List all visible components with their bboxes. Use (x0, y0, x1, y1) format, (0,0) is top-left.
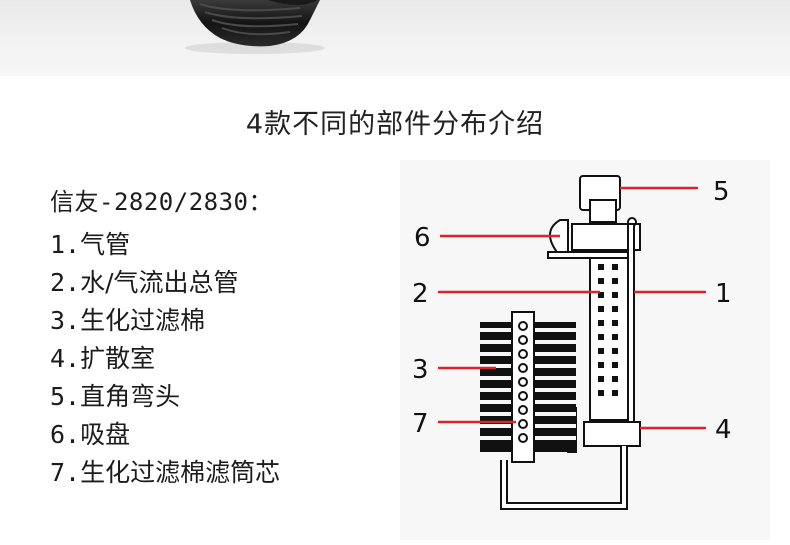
callout-3: 3 (412, 355, 429, 385)
product-photo-icon (185, 0, 325, 54)
list-item: 1.气管 (50, 230, 131, 259)
list-item: 3.生化过滤棉 (50, 306, 206, 335)
callout-7: 7 (412, 409, 429, 439)
callout-1: 1 (715, 279, 732, 309)
callout-5: 5 (713, 177, 730, 207)
model-label: 信友-2820/2830： (50, 188, 273, 216)
callout-2: 2 (412, 279, 429, 309)
filter-diagram: 5 6 2 1 3 7 4 (400, 160, 770, 540)
list-item: 4.扩散室 (50, 344, 156, 373)
callout-6: 6 (414, 223, 431, 253)
page-title: 4款不同的部件分布介绍 (245, 109, 545, 140)
callout-4: 4 (715, 415, 732, 445)
list-item: 5.直角弯头 (50, 382, 181, 411)
hero-product-photo (0, 0, 790, 76)
list-item: 6.吸盘 (50, 420, 131, 449)
list-item: 7.生化过滤棉滤筒芯 (50, 458, 281, 487)
filter-assembly-icon: 5 6 2 1 3 7 4 (400, 160, 770, 540)
list-item: 2.水/气流出总管 (50, 268, 239, 297)
parts-list: 1.气管 2.水/气流出总管 3.生化过滤棉 4.扩散室 5.直角弯头 6.吸盘… (50, 230, 280, 496)
